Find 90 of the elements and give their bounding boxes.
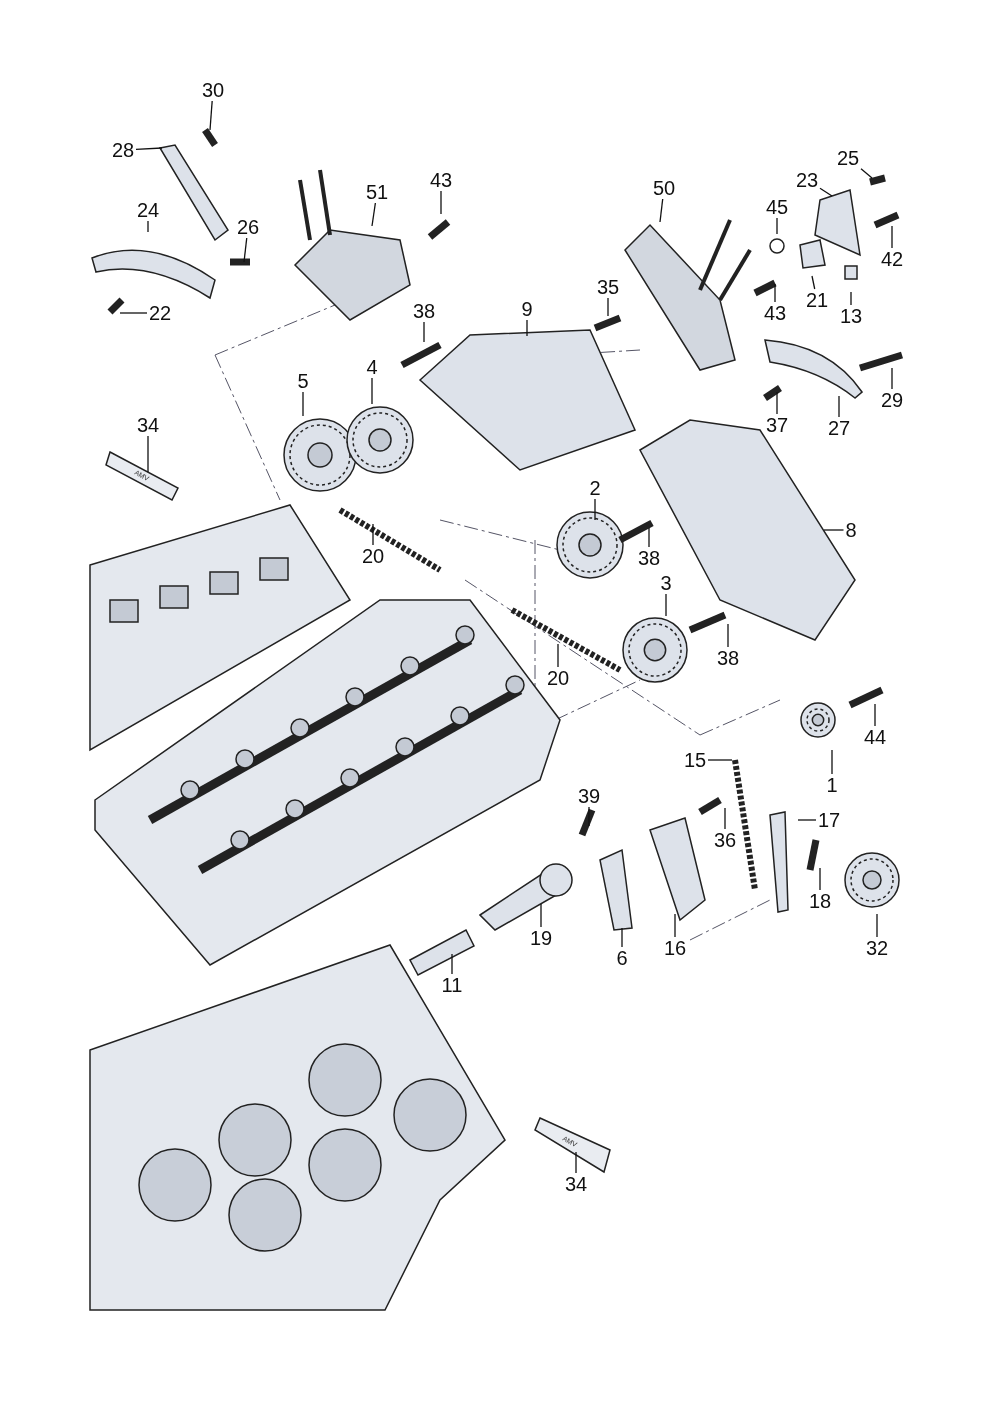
leader-line	[540, 903, 542, 928]
callout-number: 34	[137, 414, 160, 436]
leader-line	[727, 623, 729, 648]
callout-number: 16	[664, 937, 687, 959]
callout-number: 1	[826, 774, 838, 796]
leader-line	[823, 529, 845, 531]
callout-number: 26	[237, 216, 260, 238]
callout-number: 3	[660, 572, 672, 594]
callout-number: 39	[578, 785, 601, 807]
callout-number: 13	[840, 305, 863, 327]
leader-line	[874, 703, 876, 727]
leader-line	[776, 217, 778, 235]
callout-number: 30	[202, 79, 225, 101]
callout-number: 27	[828, 417, 851, 439]
callout-number: 38	[413, 300, 436, 322]
callout-number: 23	[796, 169, 819, 191]
leader-line	[891, 367, 893, 390]
leader-line	[209, 100, 213, 131]
leader-line	[594, 498, 596, 521]
leader-line	[147, 435, 149, 473]
leader-line	[243, 237, 248, 263]
leader-line	[119, 312, 148, 314]
leader-line	[302, 391, 304, 417]
leader-line	[674, 913, 676, 938]
leader-line	[526, 319, 528, 337]
leader-line	[135, 147, 163, 150]
leader-line	[776, 391, 778, 415]
callout-number: 19	[530, 927, 553, 949]
callout-number: 20	[547, 667, 570, 689]
callout-number: 28	[112, 139, 135, 161]
leader-line	[876, 913, 878, 938]
leader-line	[819, 867, 821, 891]
leader-line	[850, 291, 852, 306]
callout-number: 32	[866, 937, 889, 959]
leader-line	[860, 168, 873, 179]
callout-number: 15	[684, 749, 707, 771]
leader-line	[423, 321, 425, 343]
callout-number: 36	[714, 829, 737, 851]
callout-number: 6	[616, 947, 628, 969]
callout-number: 4	[366, 356, 378, 378]
callout-number: 43	[430, 169, 453, 191]
leader-line	[838, 395, 840, 418]
callout-number: 29	[881, 389, 904, 411]
callout-number: 11	[441, 974, 463, 996]
callout-number: 42	[881, 248, 904, 270]
leader-line	[557, 643, 559, 668]
callout-number: 18	[809, 890, 832, 912]
callout-number: 9	[521, 298, 533, 320]
callout-number: 25	[837, 147, 860, 169]
leader-line	[440, 190, 442, 215]
leader-line	[891, 225, 893, 249]
callout-number: 5	[297, 370, 309, 392]
leader-line	[831, 749, 833, 775]
callout-number: 51	[366, 181, 389, 203]
leader-line	[665, 593, 667, 617]
leader-line	[372, 523, 374, 546]
leader-line	[147, 220, 149, 233]
leader-line	[724, 807, 726, 830]
callout-number: 22	[149, 302, 172, 324]
callout-number: 45	[766, 196, 789, 218]
callout-number: 34	[565, 1173, 588, 1195]
sealant-tube	[105, 450, 179, 502]
leader-line	[371, 202, 377, 227]
leader-line	[371, 377, 373, 405]
sealant-tube	[534, 1117, 611, 1174]
callout-number: 44	[864, 726, 887, 748]
leader-line	[451, 953, 453, 975]
leader-line	[575, 1151, 577, 1174]
callout-number: 24	[137, 199, 160, 221]
leader-line	[797, 819, 817, 821]
callout-number: 38	[717, 647, 740, 669]
leader-line	[621, 927, 623, 948]
callout-number: 35	[597, 276, 620, 298]
callout-number: 20	[362, 545, 385, 567]
callout-number: 2	[589, 477, 601, 499]
leader-line	[648, 527, 650, 548]
callout-number: 21	[806, 289, 829, 311]
callout-number: 37	[766, 414, 789, 436]
callout-number: 17	[818, 809, 841, 831]
leader-line	[659, 198, 664, 223]
callout-number: 8	[845, 519, 857, 541]
leader-line	[819, 187, 833, 197]
leader-line	[707, 759, 733, 761]
leader-line	[588, 806, 590, 827]
callout-number: 43	[764, 302, 787, 324]
callout-number: 38	[638, 547, 661, 569]
callout-number: 50	[653, 177, 676, 199]
leader-line	[607, 297, 609, 317]
leader-line	[774, 283, 776, 303]
leader-line	[811, 275, 816, 290]
